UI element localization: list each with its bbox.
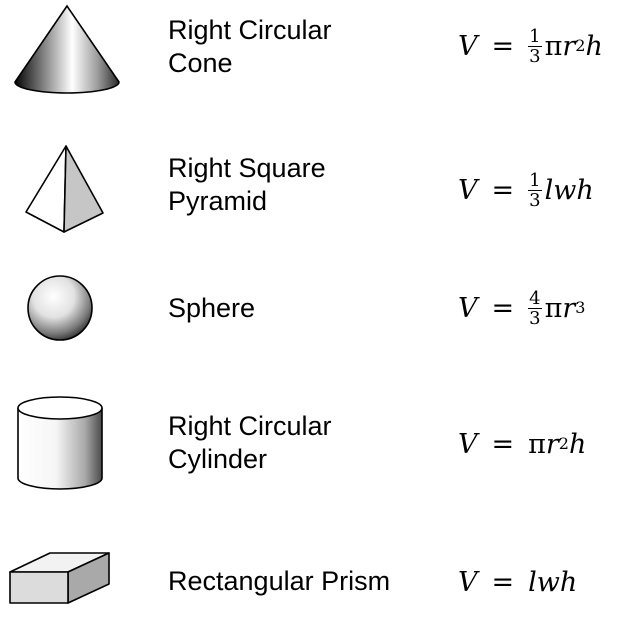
pyramid-row: Right Square Pyramid V = 1 3 lwh bbox=[0, 140, 621, 240]
shape-name-pyramid: Right Square Pyramid bbox=[168, 153, 326, 216]
pyramid-icon bbox=[25, 145, 104, 233]
shape-name-cone: Right Circular Cone bbox=[168, 15, 332, 78]
shape-name-cylinder: Right Circular Cylinder bbox=[168, 411, 332, 474]
fraction: 1 3 bbox=[528, 25, 542, 67]
fraction: 1 3 bbox=[528, 169, 542, 211]
sphere-icon bbox=[27, 275, 93, 341]
fraction: 4 3 bbox=[528, 287, 542, 329]
prism-row: Rectangular Prism V = lwh bbox=[0, 545, 621, 615]
formula-rectangular-prism: V = lwh bbox=[458, 566, 578, 598]
shape-name-sphere: Sphere bbox=[168, 293, 256, 323]
shape-name-rectangular-prism: Rectangular Prism bbox=[168, 566, 391, 596]
cone-icon bbox=[14, 4, 120, 94]
formula-pyramid: V = 1 3 lwh bbox=[458, 169, 594, 211]
rectangular-prism-icon bbox=[9, 552, 110, 604]
cylinder-icon bbox=[17, 396, 103, 490]
